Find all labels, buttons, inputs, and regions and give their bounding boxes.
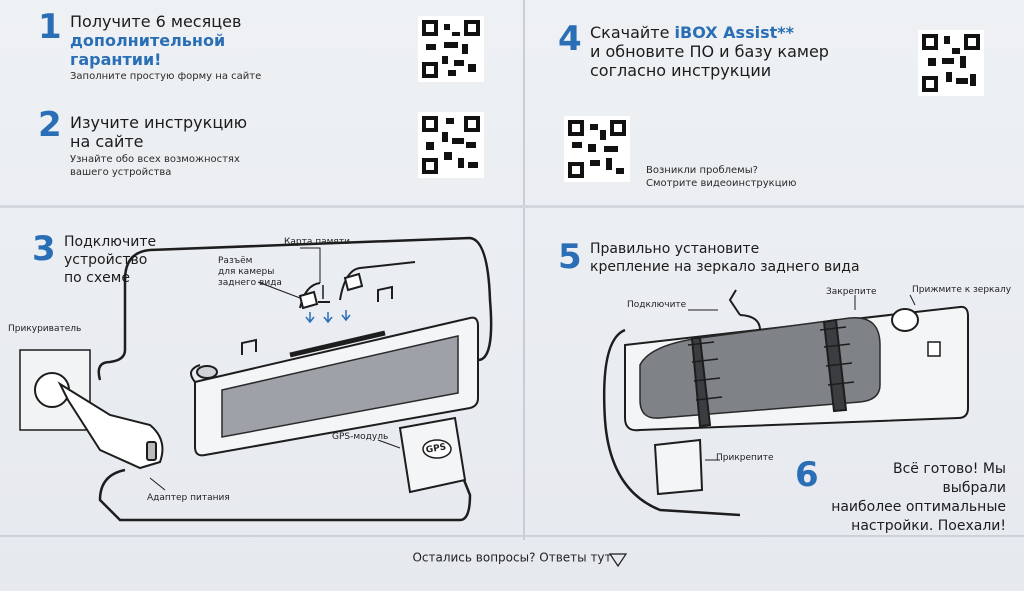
step4-title: Скачайте iBOX Assist** и обновите ПО и б… <box>590 23 829 80</box>
step1-subtitle: Заполните простую форму на сайте <box>70 71 262 82</box>
fold-line-horizontal <box>0 205 1024 208</box>
label-attach: Прикрепите <box>716 453 774 463</box>
qr-code-icon[interactable] <box>918 30 984 96</box>
step2-title: Изучите инструкцию на сайте <box>70 113 248 151</box>
mirror-recorder-illustration <box>19 236 493 522</box>
step6-title: Всё готово! Мы выбрали наиболее оптималь… <box>831 461 1006 534</box>
footer-help[interactable]: Остались вопросы? Ответы тут <box>0 550 1024 565</box>
step3-title: Подключите устройство по схеме <box>64 234 157 286</box>
step-number: 5 <box>558 237 582 277</box>
mirror-mount-illustration <box>602 289 969 517</box>
label-fix: Закрепите <box>826 287 877 297</box>
footer-text: Остались вопросы? Ответы тут <box>412 550 612 565</box>
label-press: Прижмите к зеркалу <box>912 285 1012 295</box>
label-rear-camera-port: Разъём для камеры заднего вида <box>218 256 282 288</box>
step-number: 6 <box>795 455 819 495</box>
step-number: 4 <box>558 19 582 59</box>
qr-code-icon[interactable] <box>418 16 484 82</box>
fold-line-footer <box>0 535 1024 537</box>
qr-code-icon[interactable] <box>564 116 630 182</box>
step5-title: Правильно установите крепление на зеркал… <box>590 241 860 275</box>
label-connect: Подключите <box>627 300 687 310</box>
step-number: 3 <box>32 229 56 269</box>
label-memory-card: Карта памяти <box>284 237 350 247</box>
step1-title: Получите 6 месяцев дополнительной гарант… <box>70 12 242 69</box>
label-gps-module: GPS-модуль <box>332 432 389 442</box>
step-number: 1 <box>38 7 62 47</box>
label-power-adapter: Адаптер питания <box>147 493 230 503</box>
label-lighter: Прикуриватель <box>8 324 82 334</box>
step2-subtitle: Узнайте обо всех возможностях вашего уст… <box>70 154 240 178</box>
step4-subtitle: Возникли проблемы? Смотрите видеоинструк… <box>646 165 797 189</box>
chevron-down-icon[interactable] <box>608 553 628 568</box>
fold-line-vertical <box>523 0 525 540</box>
qr-code-icon[interactable] <box>418 112 484 178</box>
step-number: 2 <box>38 105 62 145</box>
